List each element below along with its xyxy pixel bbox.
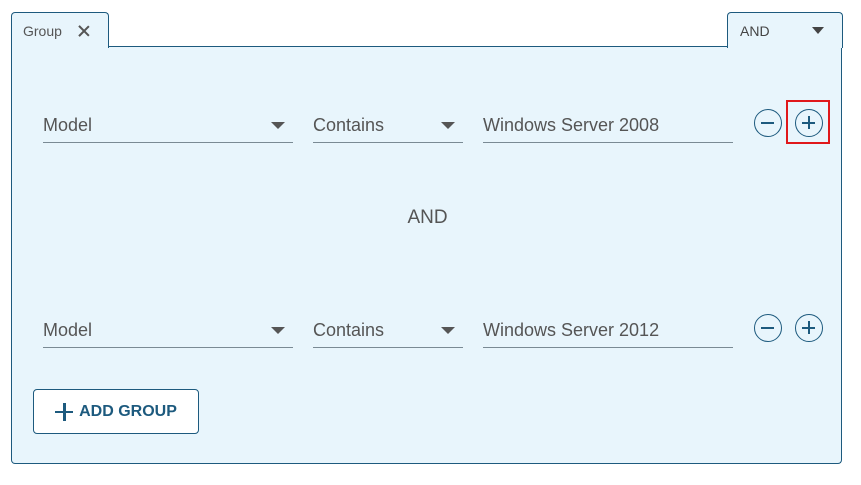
rule-2-value-input[interactable]: Windows Server 2012 (483, 314, 733, 348)
chevron-down-icon (812, 27, 824, 34)
rule-1-remove-button[interactable] (754, 109, 782, 137)
add-group-label: ADD GROUP (79, 402, 177, 420)
chevron-down-icon (271, 327, 285, 334)
combinator-value: AND (740, 22, 770, 39)
rule-2-remove-button[interactable] (754, 314, 782, 342)
rule-2-value-text: Windows Server 2012 (483, 320, 660, 340)
rule-1-value-input[interactable]: Windows Server 2008 (483, 109, 733, 143)
rule-1-add-button[interactable] (795, 109, 823, 137)
chevron-down-icon (441, 122, 455, 129)
rule-1-field-select[interactable]: Model (43, 109, 293, 143)
highlight-box (786, 100, 830, 144)
rule-2-operator-select[interactable]: Contains (313, 314, 463, 348)
minus-circle-icon (761, 327, 774, 329)
chevron-down-icon (441, 327, 455, 334)
rule-2-field-select[interactable]: Model (43, 314, 293, 348)
plus-circle-icon-vertical (808, 116, 810, 129)
plus-circle-icon-vertical (808, 321, 810, 334)
rule-1-operator-select[interactable]: Contains (313, 109, 463, 143)
rule-2-field-value: Model (43, 320, 93, 340)
and-separator-label: AND (407, 207, 448, 228)
rule-1-field-value: Model (43, 115, 93, 135)
rule-2-operator-value: Contains (313, 320, 385, 340)
rule-2-add-button[interactable] (795, 314, 823, 342)
group-tab: Group (11, 12, 109, 48)
rule-1-operator-value: Contains (313, 115, 385, 135)
combinator-select[interactable]: AND (727, 12, 843, 48)
add-group-button[interactable]: ADD GROUP (33, 389, 199, 434)
close-icon[interactable] (78, 25, 90, 37)
panel-top-border (108, 46, 728, 47)
chevron-down-icon (271, 122, 285, 129)
group-tab-label: Group (23, 22, 62, 39)
rule-1-value-text: Windows Server 2008 (483, 115, 660, 135)
plus-icon (55, 402, 74, 421)
minus-circle-icon (761, 122, 774, 124)
